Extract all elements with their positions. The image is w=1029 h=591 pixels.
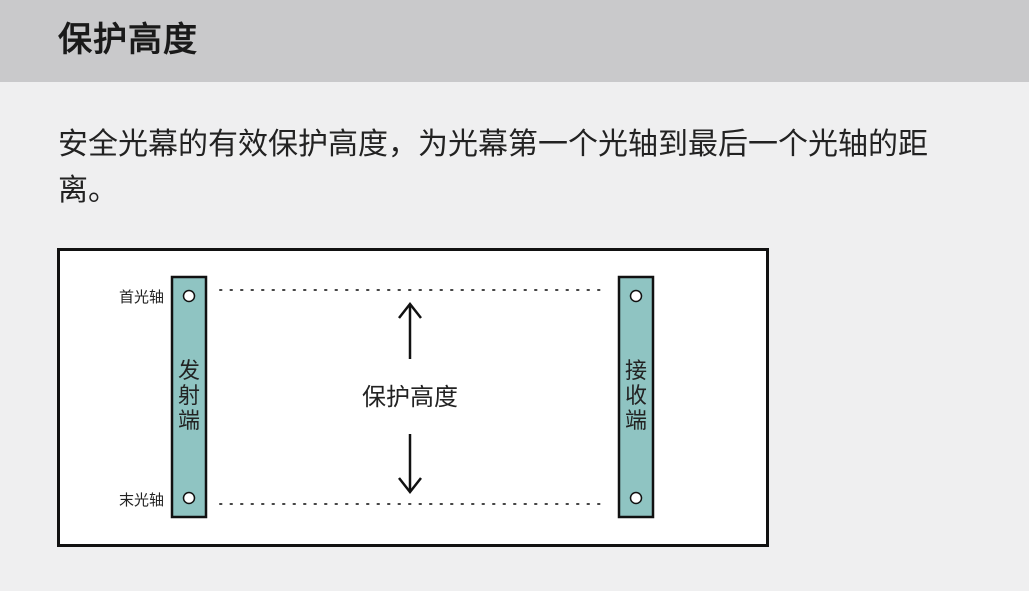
receiver-top-lens-icon: [629, 289, 643, 303]
last-axis-label: 末光轴: [119, 491, 164, 509]
emitter-label-char-1: 发: [178, 359, 200, 384]
page-title: 保护高度: [58, 20, 198, 60]
emitter-label-char-3: 端: [178, 409, 200, 434]
arrow-up-icon: [398, 301, 422, 359]
arrow-down-icon: [398, 434, 422, 495]
light-curtain-diagram: 发 射 端 接 收 端 首光轴 末光轴 保护高度: [57, 248, 769, 548]
receiver-bottom-lens-icon: [629, 491, 643, 505]
emitter-top-lens-icon: [182, 289, 196, 303]
receiver-label-char-3: 端: [625, 409, 647, 434]
receiver-label-char-1: 接: [625, 359, 647, 384]
receiver-label-char-2: 收: [625, 384, 647, 409]
description-text: 安全光幕的有效保护高度，为光幕第一个光轴到最后一个光轴的距离。: [58, 127, 928, 208]
receiver-unit: 接 收 端: [617, 275, 655, 519]
header-band: 保护高度: [0, 0, 1029, 82]
emitter-label-char-2: 射: [178, 384, 200, 409]
emitter-unit: 发 射 端: [170, 275, 208, 519]
emitter-bottom-lens-icon: [182, 491, 196, 505]
first-axis-label: 首光轴: [119, 288, 164, 306]
diagram-svg: 发 射 端 接 收 端 首光轴 末光轴 保护高度: [57, 248, 769, 547]
protection-height-label: 保护高度: [362, 383, 458, 411]
